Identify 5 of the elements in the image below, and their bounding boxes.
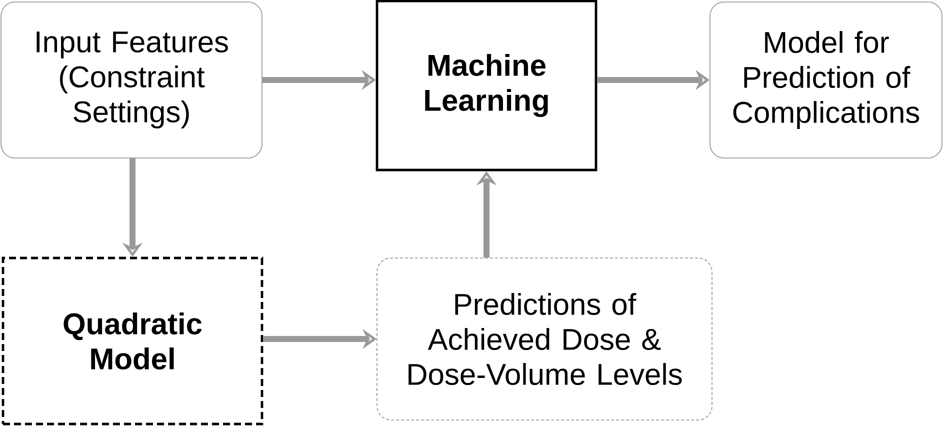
- process-box: Model for Prediction of Complications: [710, 2, 942, 158]
- process-box: Quadratic Model: [2, 256, 264, 426]
- process-box: Input Features (Constraint Settings): [0, 2, 262, 158]
- process-box: Predictions of Achieved Dose & Dose-Volume Levels: [376, 258, 712, 420]
- process-box: Machine Learning: [376, 0, 598, 172]
